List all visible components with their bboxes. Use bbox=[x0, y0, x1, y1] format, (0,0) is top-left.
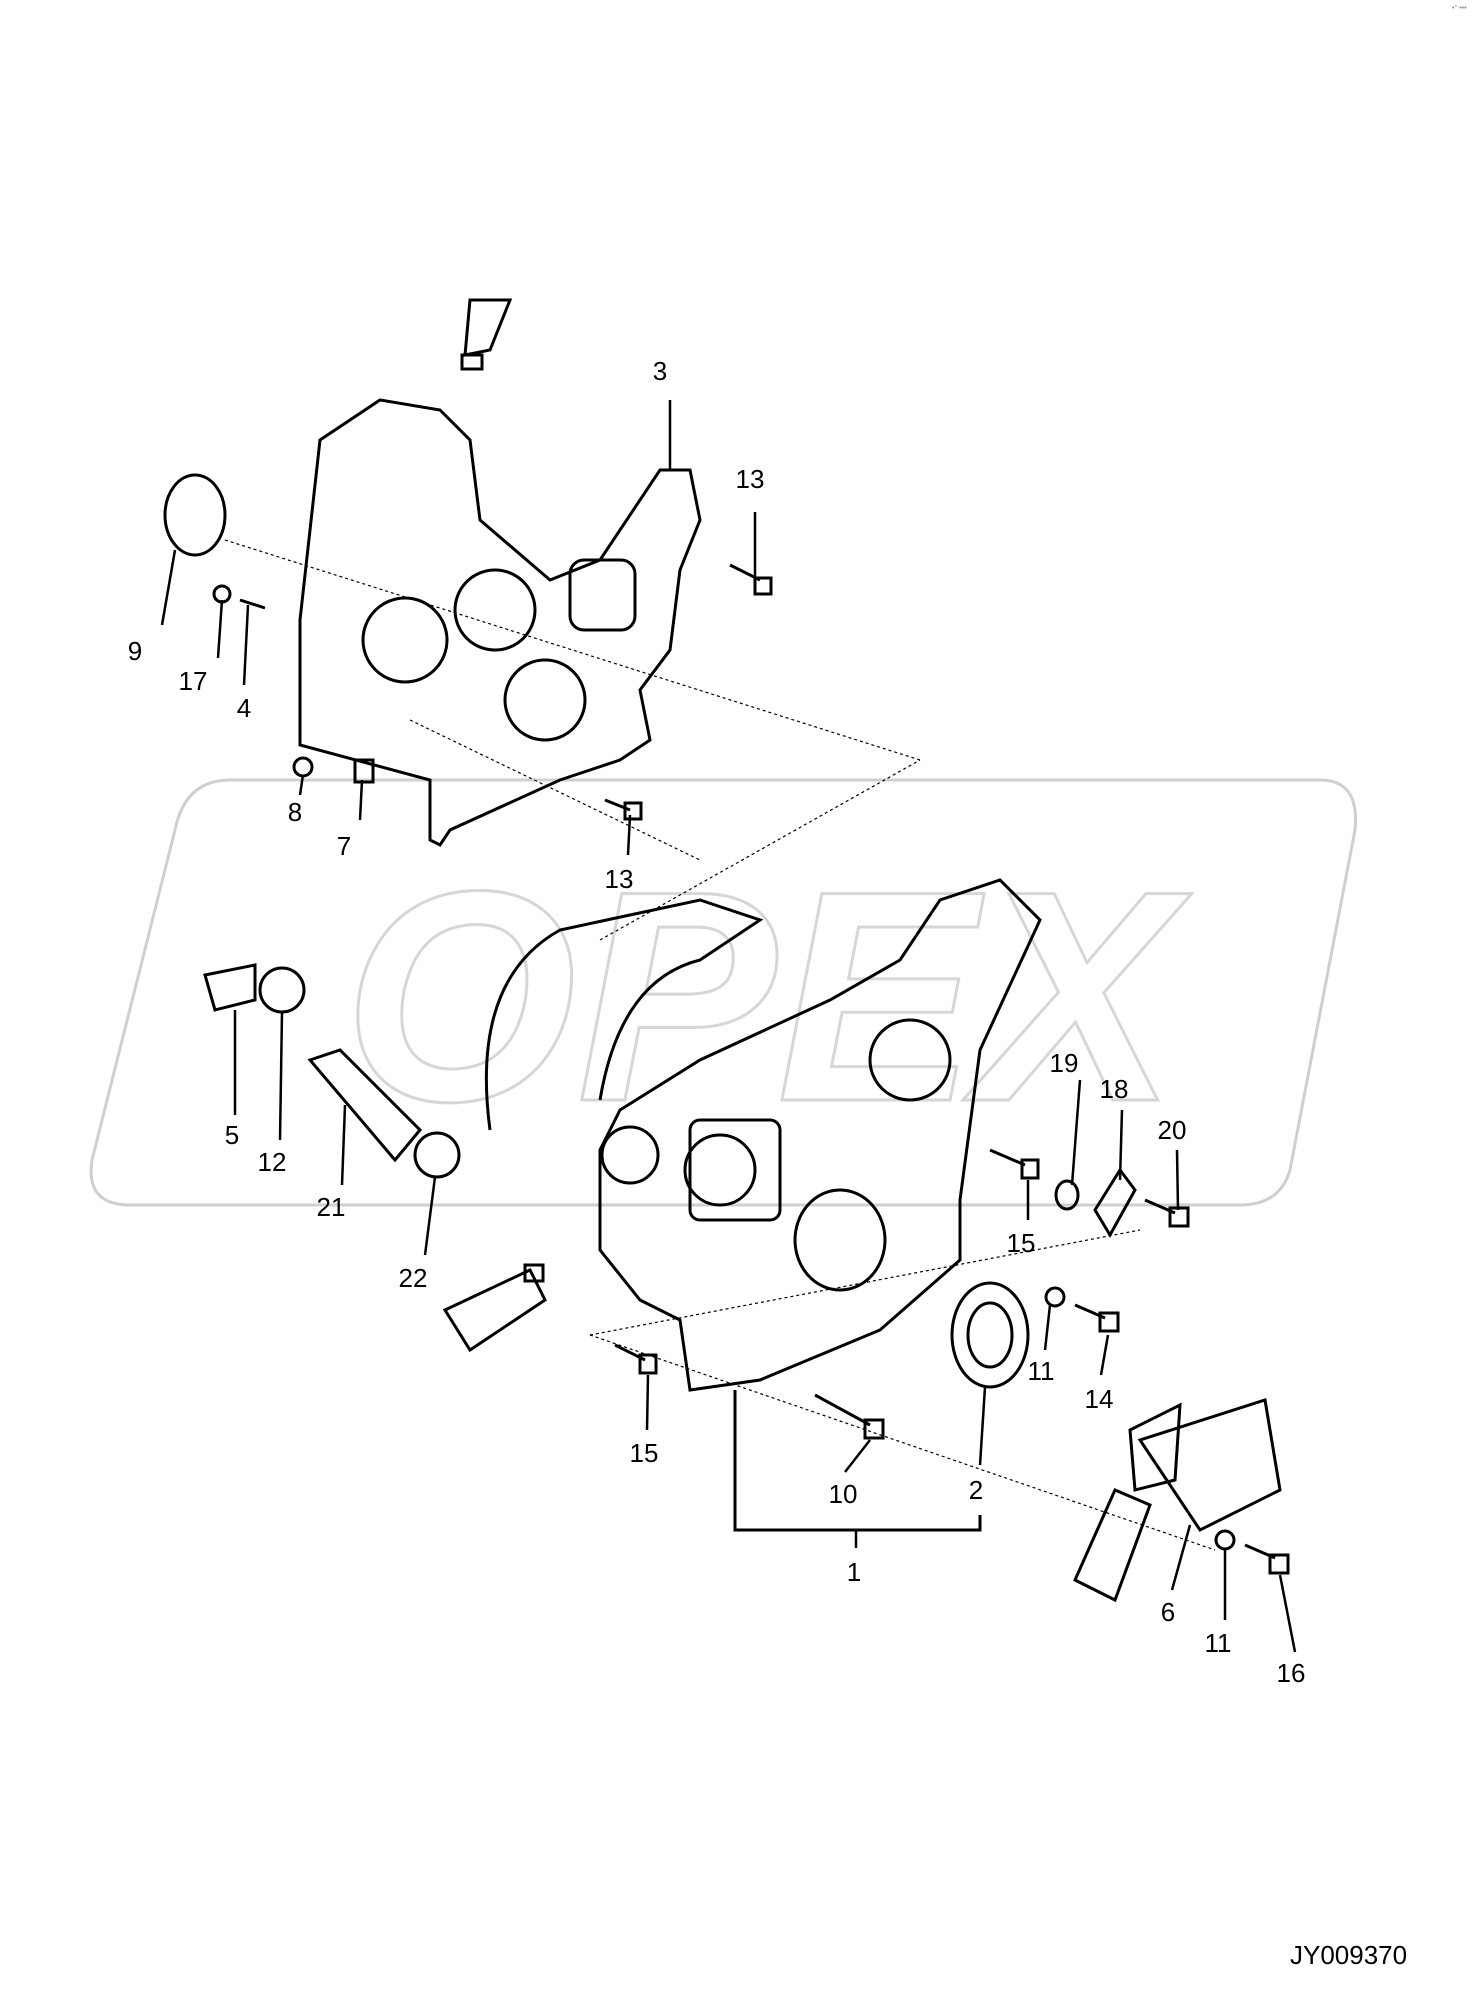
filler-tube-21 bbox=[307, 1048, 423, 1163]
opex-watermark: OPEX bbox=[89, 778, 1358, 1207]
callout-12: 12 bbox=[258, 1147, 287, 1177]
o-ring-22 bbox=[413, 1131, 461, 1179]
o-ring-19 bbox=[1054, 1179, 1080, 1211]
cover-plate-6 bbox=[1128, 1398, 1282, 1532]
callout-18: 18 bbox=[1100, 1074, 1129, 1104]
callout-11: 11 bbox=[1205, 1628, 1232, 1658]
callout-7: 7 bbox=[337, 831, 351, 861]
leader-lines bbox=[160, 400, 1297, 1653]
callout-9: 9 bbox=[128, 636, 142, 666]
corner-mark: •° ••• bbox=[1452, 5, 1467, 12]
callout-2: 2 bbox=[969, 1475, 983, 1505]
callout-11: 11 bbox=[1028, 1356, 1055, 1386]
callout-5: 5 bbox=[225, 1120, 239, 1150]
o-ring-8 bbox=[292, 756, 314, 778]
callout-8: 8 bbox=[288, 797, 302, 827]
callout-22: 22 bbox=[399, 1263, 428, 1293]
callout-3: 3 bbox=[653, 356, 667, 386]
gasket-plate-3 bbox=[298, 398, 702, 847]
callout-14: 14 bbox=[1085, 1384, 1114, 1414]
callout-19: 19 bbox=[1050, 1048, 1079, 1078]
callout-labels: 1 2 3 4 5 6 7 8 9 10 11 11 12 13 13 14 1… bbox=[128, 356, 1306, 1688]
alignment-lines bbox=[224, 539, 1216, 1551]
timing-case-1 bbox=[484, 878, 1042, 1392]
callout-1: 1 bbox=[847, 1557, 861, 1587]
bolts bbox=[212, 563, 1290, 1575]
callout-21: 21 bbox=[317, 1192, 346, 1222]
oil-seal-2 bbox=[950, 1281, 1030, 1389]
document-id: JY009370 bbox=[1290, 1940, 1408, 1970]
callout-13: 13 bbox=[605, 864, 634, 894]
sealant-tube-right bbox=[1073, 1488, 1152, 1603]
watermark-text: OPEX bbox=[343, 828, 1192, 1164]
callout-17: 17 bbox=[179, 666, 208, 696]
callout-20: 20 bbox=[1158, 1115, 1187, 1145]
callout-13: 13 bbox=[736, 464, 765, 494]
callout-6: 6 bbox=[1161, 1597, 1175, 1627]
filler-cap-5 bbox=[203, 963, 257, 1012]
callout-4: 4 bbox=[237, 693, 251, 723]
dowel-7 bbox=[353, 758, 375, 784]
o-ring-12 bbox=[258, 966, 306, 1014]
callout-16: 16 bbox=[1277, 1658, 1306, 1688]
o-ring-9 bbox=[163, 473, 227, 557]
sealant-tube-top bbox=[460, 298, 513, 371]
callout-15: 15 bbox=[1007, 1228, 1036, 1258]
callout-10: 10 bbox=[829, 1479, 858, 1509]
sealant-tube-left bbox=[442, 1263, 547, 1353]
callout-15: 15 bbox=[630, 1438, 659, 1468]
plate-18 bbox=[1093, 1167, 1137, 1238]
